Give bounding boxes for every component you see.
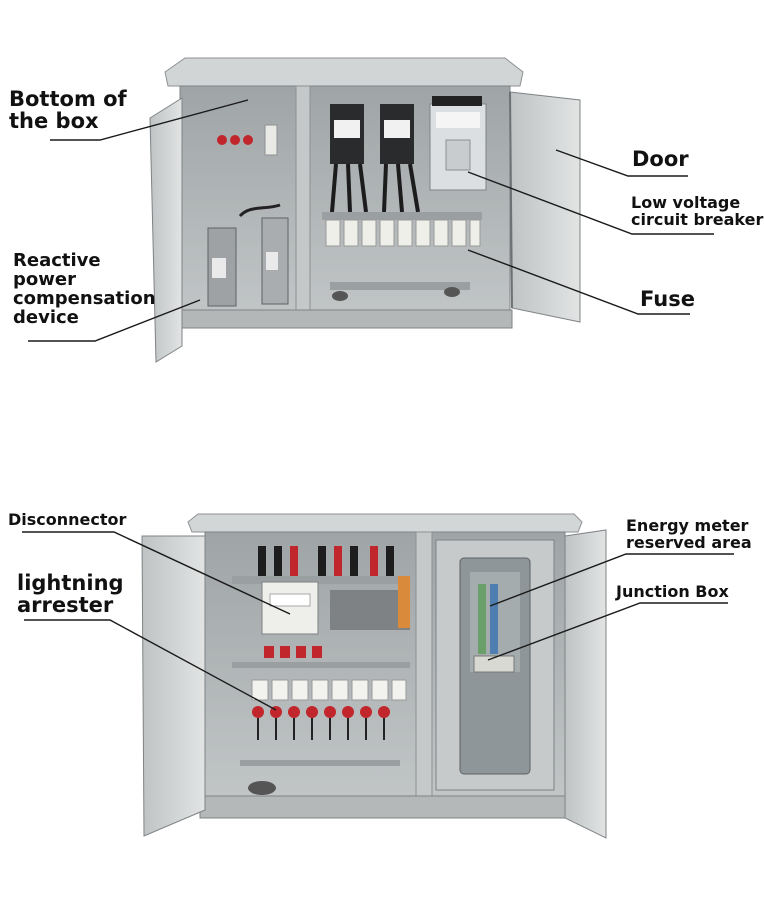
label-low-voltage-circuit-breaker: Low voltage circuit breaker bbox=[631, 193, 764, 229]
label-lightning-arrester: lightning arrester bbox=[17, 571, 124, 618]
contactors bbox=[330, 104, 420, 213]
top-leader-lines bbox=[28, 99, 714, 342]
label-fuse: Fuse bbox=[640, 287, 695, 311]
switchgear bbox=[232, 546, 410, 795]
capacitor-bank bbox=[207, 203, 289, 307]
circuit-breaker bbox=[429, 96, 487, 191]
bottom-cabinet bbox=[141, 513, 607, 839]
label-reactive-power-compensation-device: Reactive power compensation device bbox=[13, 250, 156, 328]
label-bottom-of-box: Bottom of the box bbox=[9, 87, 127, 134]
bottom-leader-lines bbox=[22, 531, 734, 711]
fuse-row bbox=[322, 212, 482, 247]
label-energy-meter-reserved-area: Energy meter reserved area bbox=[626, 516, 752, 552]
label-junction-box: Junction Box bbox=[616, 582, 729, 601]
label-door: Door bbox=[632, 147, 689, 171]
label-disconnector: Disconnector bbox=[8, 510, 127, 529]
top-cabinet bbox=[149, 57, 581, 363]
meter-compartment bbox=[435, 539, 555, 791]
